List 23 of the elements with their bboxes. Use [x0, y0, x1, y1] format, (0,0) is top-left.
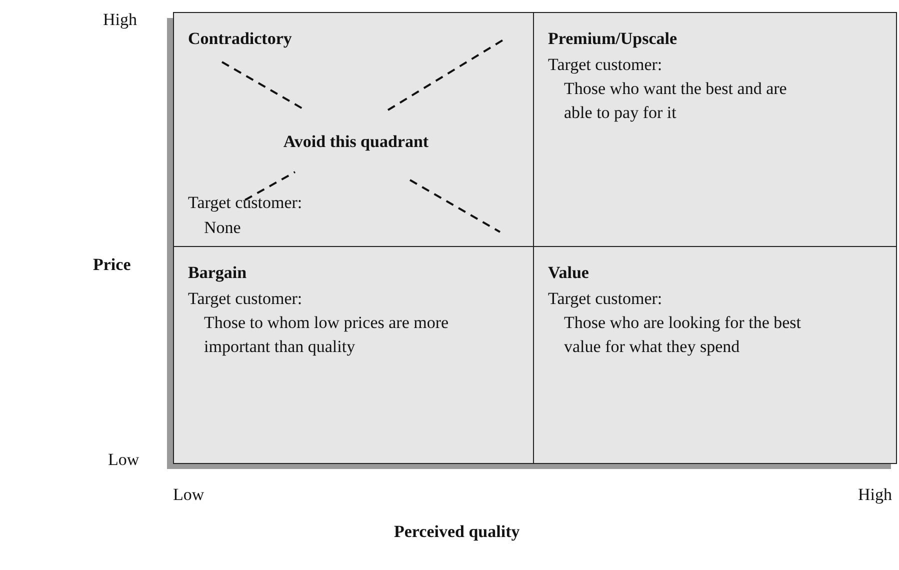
target-label: Target customer: [548, 288, 664, 310]
axis-title: Perceived quality [394, 522, 520, 542]
quadrant-box [173, 246, 534, 464]
axis-tick-label: High [103, 10, 137, 30]
axis-tick-label: Low [108, 450, 140, 470]
target-label: Target customer: [548, 54, 664, 76]
axis-title: Price [93, 255, 131, 275]
target-description: Those to whom low prices are more important than quality [203, 312, 450, 358]
quadrant-box [533, 246, 897, 464]
quadrant-box [173, 12, 534, 247]
quadrant-heading: Contradictory [188, 28, 293, 50]
axis-tick-label: High [858, 485, 892, 505]
axis-tick-label: Low [173, 485, 204, 505]
quadrant-heading: Bargain [188, 262, 248, 284]
target-description: None [203, 217, 242, 239]
target-label: Target customer: [188, 192, 302, 214]
quadrant-box [533, 12, 897, 247]
target-description: Those who are looking for the best value for what they spend [563, 312, 802, 358]
target-description: Those who want the best and are able to pay for it [563, 78, 788, 124]
warning-text: Avoid this quadrant [282, 131, 430, 153]
quadrant-heading: Premium/Upscale [548, 28, 678, 50]
target-label: Target customer: [188, 288, 304, 310]
quadrant-heading: Value [548, 262, 590, 284]
